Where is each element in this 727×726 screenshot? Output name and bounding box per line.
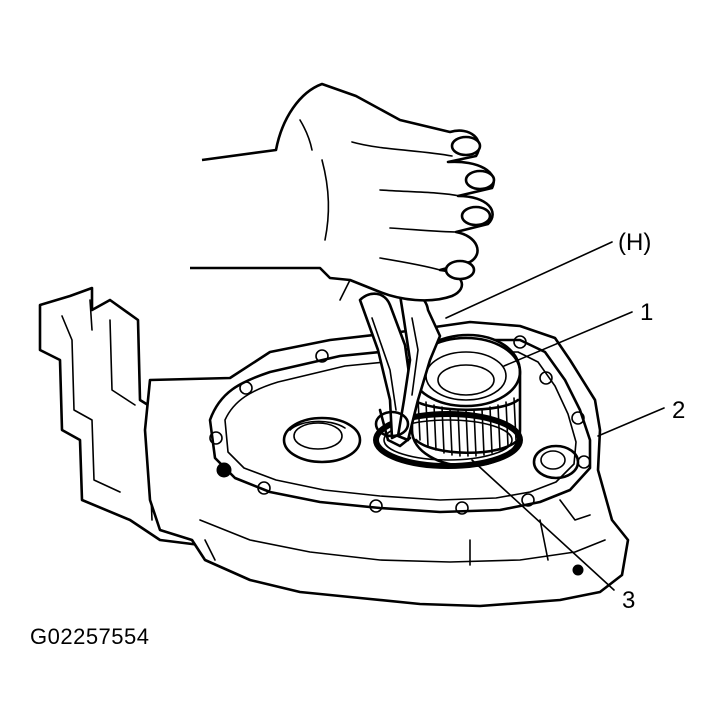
- figure-id: G02257554: [30, 624, 150, 649]
- hand: [190, 82, 496, 302]
- leader-lines: [445, 241, 665, 591]
- leader-line-tool: [445, 241, 613, 319]
- bolt-holes: [209, 335, 591, 515]
- bolt-boss: [216, 444, 584, 576]
- callout-tool-label: (H): [618, 229, 651, 256]
- callout-part1-label: 1: [640, 299, 653, 326]
- leader-line-part2: [597, 407, 665, 437]
- snap-ring: [373, 411, 523, 469]
- snap-ring-pliers: [358, 291, 442, 448]
- leader-line-part1: [503, 311, 633, 367]
- callout-part3-label: 3: [622, 587, 635, 614]
- shaft-bore: [282, 416, 362, 464]
- callout-part2-label: 2: [672, 397, 685, 424]
- leader-line-part3: [471, 459, 615, 591]
